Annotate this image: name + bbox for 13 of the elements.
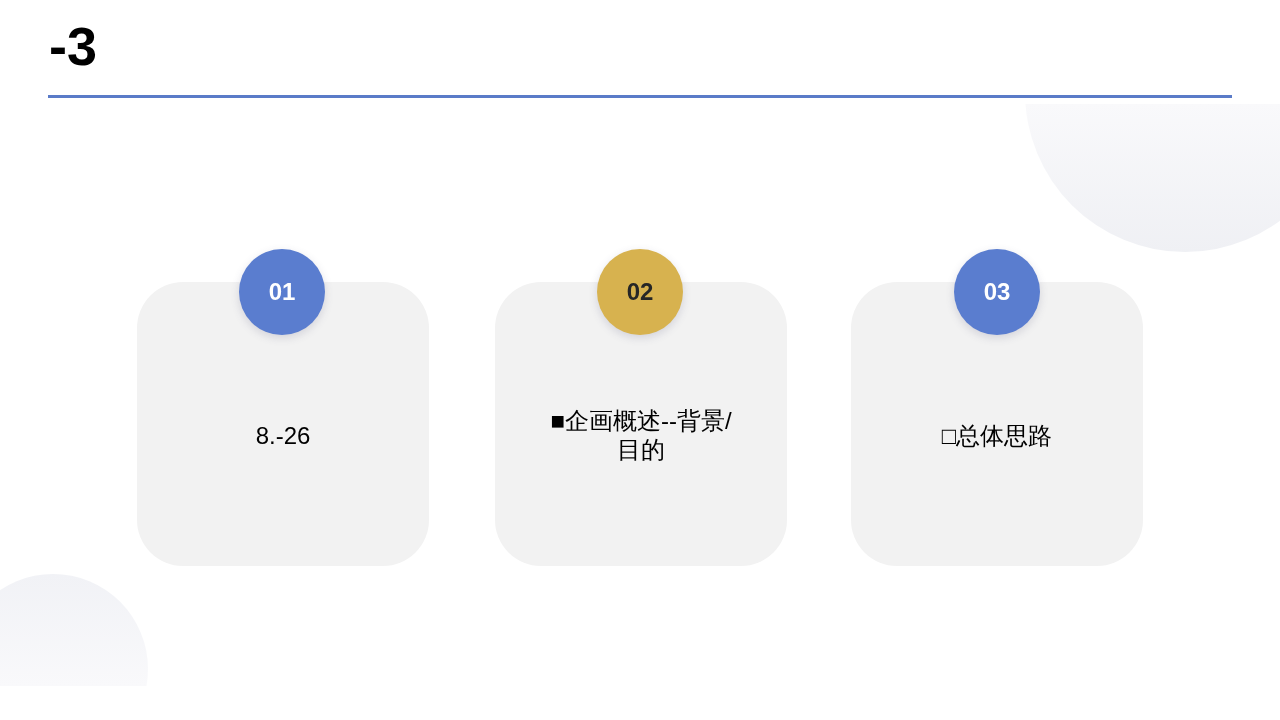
card-text: ■企画概述--背景/目的 xyxy=(549,406,733,464)
card-text: 8.-26 xyxy=(255,420,311,450)
step-number: 03 xyxy=(983,278,1011,306)
number-circle xyxy=(954,249,1040,335)
step-number: 01 xyxy=(268,278,296,306)
content-card xyxy=(851,282,1143,566)
step-number: 02 xyxy=(626,278,654,306)
content-card xyxy=(137,282,429,566)
content-card xyxy=(495,282,787,566)
number-circle xyxy=(597,249,683,335)
number-circle xyxy=(239,249,325,335)
slide-title: -3 xyxy=(49,19,97,73)
card-text: □总体思路 xyxy=(941,420,1053,450)
